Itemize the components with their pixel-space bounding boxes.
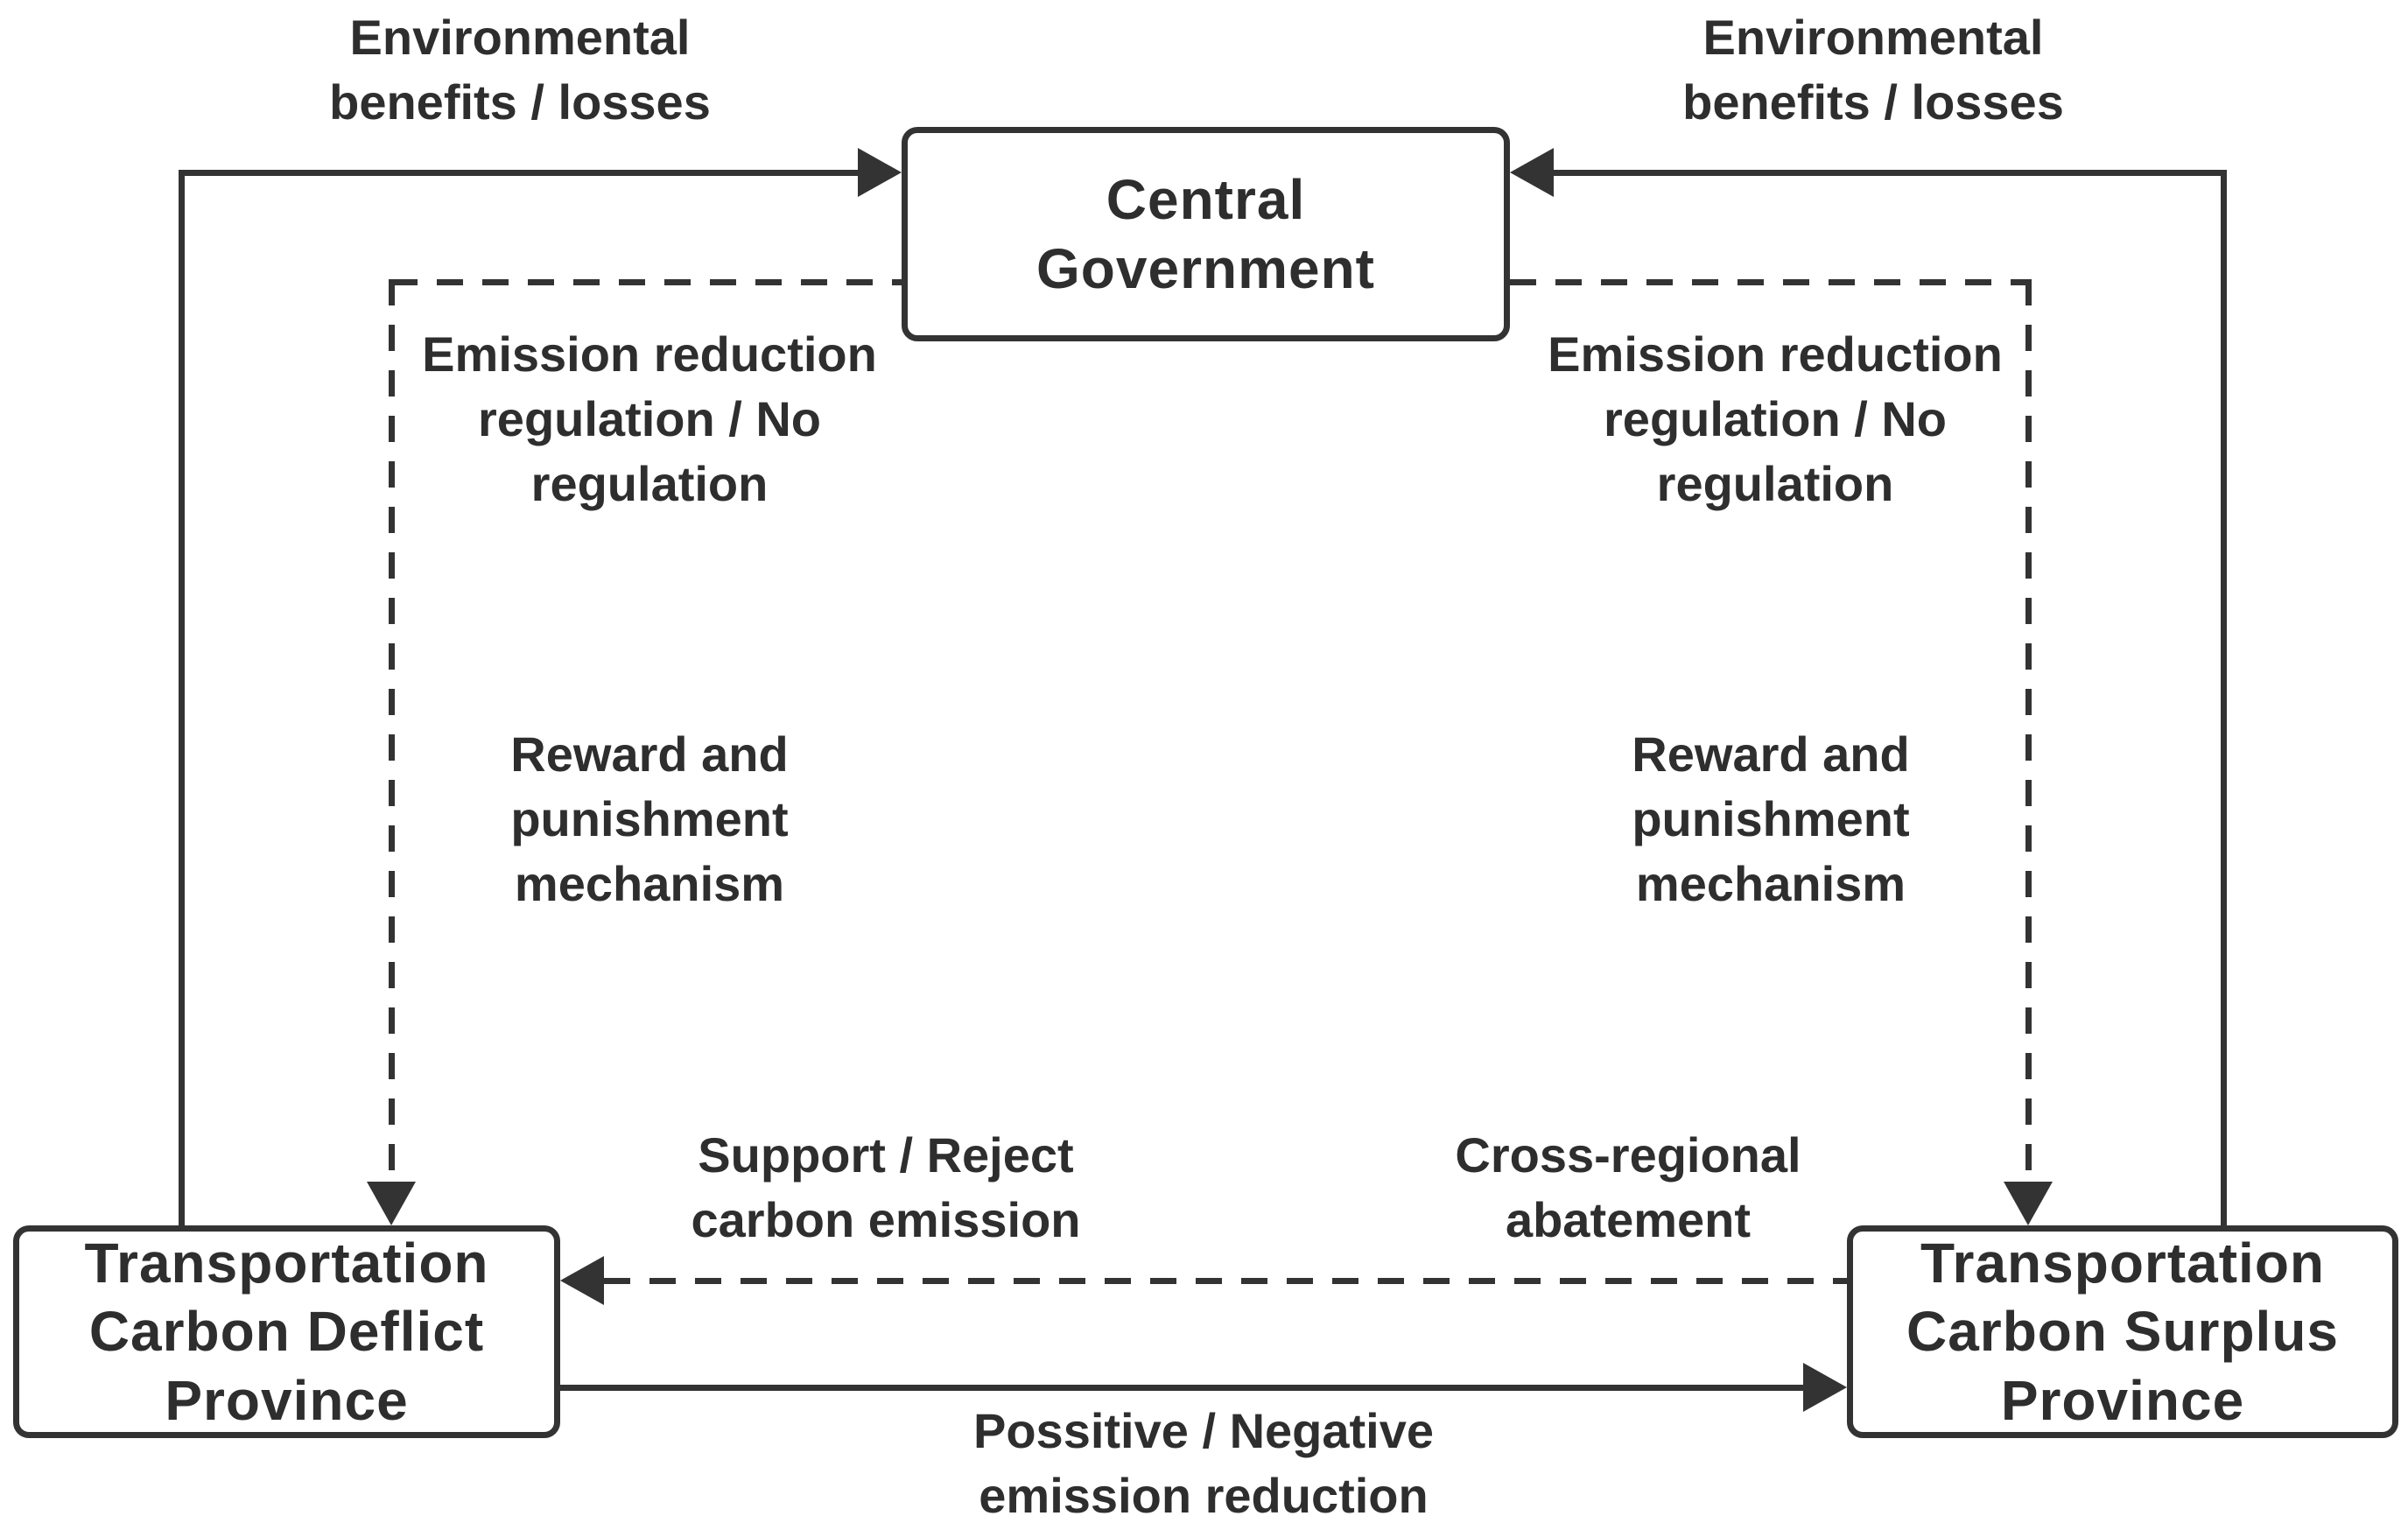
arrowhead-into-central-right-icon (1510, 148, 1554, 197)
label-support-reject: Support / Reject carbon emission (691, 1127, 1081, 1247)
dashed-surplus-to-deflict-horizontal (604, 1278, 1847, 1284)
node-carbon-surplus-province: Transportation Carbon Surplus Province (1847, 1225, 2398, 1438)
label-cross-regional-abatement: Cross-regional abatement (1455, 1127, 1801, 1247)
label-emission-regulation-left: Emission reduction regulation / No regul… (422, 326, 877, 511)
node-carbon-deflict-province-label: Transportation Carbon Deflict Province (84, 1232, 489, 1432)
label-reward-punishment-left: Reward and punishment mechanism (510, 726, 789, 911)
arrowhead-into-deflict-top-icon (367, 1182, 416, 1225)
connector-deflict-to-surplus-horizontal (560, 1385, 1808, 1391)
arrowhead-into-surplus-left-icon (1803, 1363, 1847, 1412)
connector-deflict-to-central-horizontal (179, 170, 862, 176)
node-carbon-surplus-province-label: Transportation Carbon Surplus Province (1906, 1232, 2340, 1432)
label-environmental-benefits-right: Environmental benefits / losses (1682, 10, 2064, 130)
node-central-government: Central Government (902, 127, 1510, 341)
connector-deflict-to-central-vertical (179, 170, 185, 1225)
connector-surplus-to-central-vertical (2221, 170, 2227, 1225)
arrowhead-into-deflict-right-icon (560, 1256, 604, 1305)
dashed-central-to-surplus-horizontal (1510, 279, 2028, 285)
dashed-central-to-deflict-vertical (389, 279, 395, 1183)
connector-surplus-to-central-horizontal (1549, 170, 2227, 176)
dashed-central-to-surplus-vertical (2025, 279, 2032, 1183)
label-emission-regulation-right: Emission reduction regulation / No regul… (1548, 326, 2003, 511)
label-possitive-negative: Possitive / Negative emission reduction (972, 1403, 1434, 1523)
node-central-government-label: Central Government (1036, 168, 1375, 300)
node-carbon-deflict-province: Transportation Carbon Deflict Province (13, 1225, 560, 1438)
label-reward-punishment-right: Reward and punishment mechanism (1632, 726, 1910, 911)
label-environmental-benefits-left: Environmental benefits / losses (329, 10, 711, 130)
arrowhead-into-central-left-icon (858, 148, 902, 197)
dashed-central-to-deflict-horizontal (391, 279, 902, 285)
arrowhead-into-surplus-top-icon (2004, 1182, 2053, 1225)
